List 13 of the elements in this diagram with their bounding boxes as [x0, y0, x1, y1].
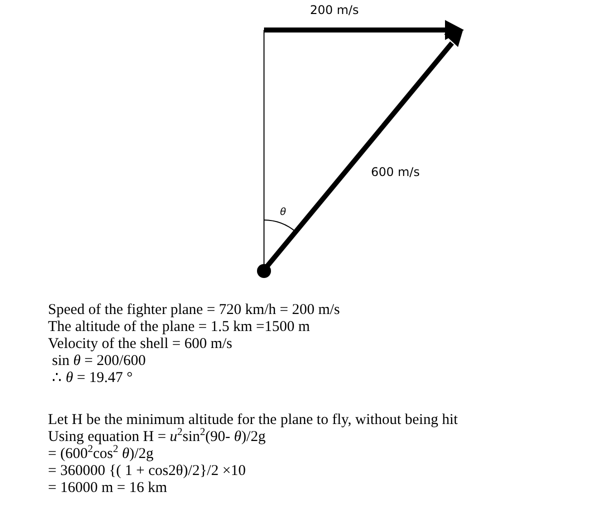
- angle-label: θ: [280, 207, 286, 218]
- equation-text: = (600$^{2}$cos$^{2}$ θ)/2g: [48, 446, 154, 463]
- equation-text: Speed of the fighter plane = 720 km/h = 200 m/s: [48, 302, 340, 319]
- equation-text: The altitude of the plane = 1.5 km =1500 m: [48, 319, 310, 336]
- velocity-label: 200 m/s: [310, 3, 359, 17]
- equation-text: = 360000 {( 1 + cos2θ)/2}/2 ×10: [48, 463, 246, 480]
- equation-text: Velocity of the shell = 600 m/s: [48, 336, 232, 353]
- equation-text: = 16000 m = 16 km: [48, 480, 168, 497]
- equation-text: ∴ θ = 19.47 °: [52, 370, 133, 387]
- equation-text: sin θ = 200/600: [52, 353, 146, 370]
- velocity-label: 600 m/s: [371, 165, 420, 179]
- equation-text: Let H be the minimum altitude for the plane to fly, without being hit: [48, 412, 458, 428]
- equation-text: Using equation H = u$^{2}$sin$^{2}$(90- θ)/2g: [48, 429, 266, 445]
